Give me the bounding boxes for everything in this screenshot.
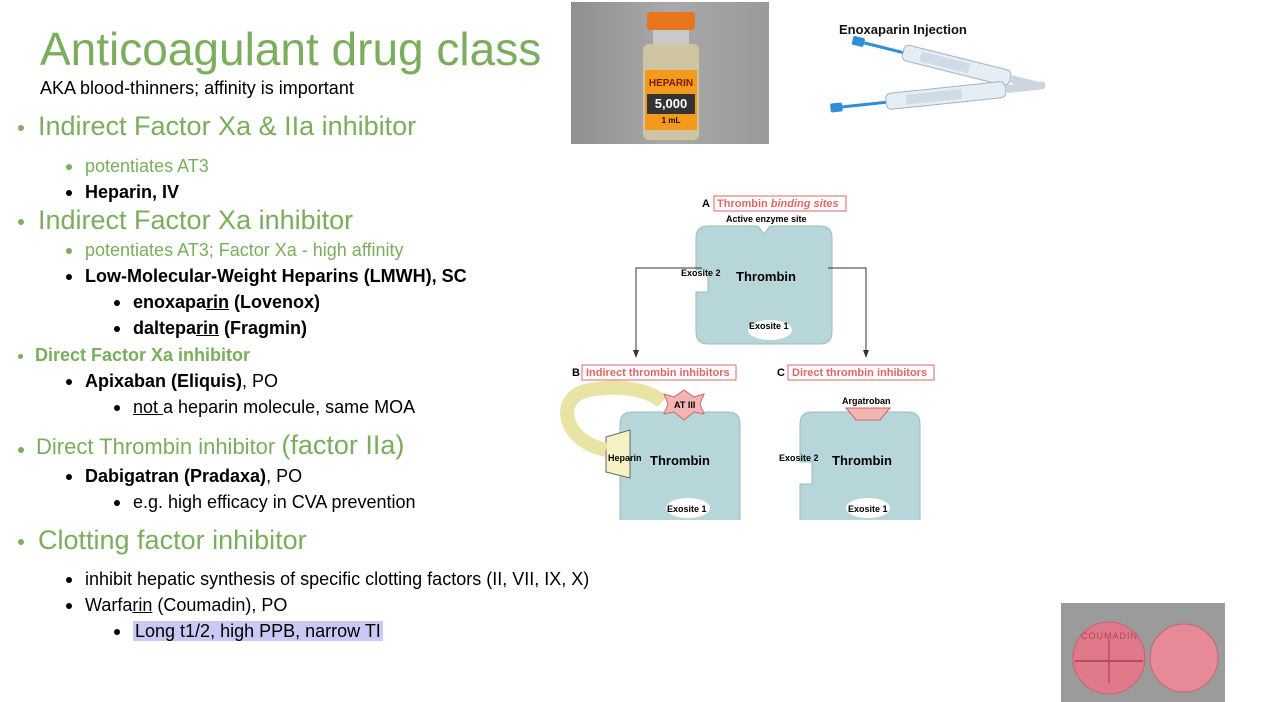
- argatroban-label: Argatroban: [842, 396, 891, 406]
- list-item: Clotting factor inhibitor: [18, 525, 307, 556]
- at3-label: AT III: [674, 400, 696, 410]
- bullet-icon: [66, 190, 72, 197]
- exosite1-b-label: Exosite 1: [667, 504, 707, 514]
- bullet-icon: [18, 446, 24, 453]
- list-item: Dabigatran (Pradaxa), PO: [66, 466, 302, 487]
- bullet-icon: [66, 274, 72, 281]
- coumadin-pill-image: COUMADIN: [1061, 603, 1225, 702]
- thrombin-b-label: Thrombin: [650, 453, 710, 468]
- bullet-icon: [114, 500, 120, 507]
- active-site-label: Active enzyme site: [726, 214, 807, 224]
- vial-icon: [643, 12, 699, 140]
- panel-b-letter: B: [572, 367, 580, 379]
- bullet-icon: [114, 629, 120, 636]
- thrombin-diagram: A Thrombin binding sites Active enzyme s…: [560, 190, 940, 520]
- syringe-icon: [830, 36, 1046, 113]
- panel-a-letter: A: [702, 198, 710, 210]
- diagram-shapes: [560, 195, 935, 520]
- list-item: Indirect Factor Xa inhibitor: [18, 205, 353, 236]
- bullet-icon: [114, 405, 120, 412]
- bullet-icon: [66, 474, 72, 481]
- list-item: potentiates AT3: [66, 156, 209, 177]
- pill-icon: [1072, 621, 1219, 695]
- list-item: Long t1/2, high PPB, narrow TI: [114, 621, 383, 642]
- bullet-icon: [66, 603, 72, 610]
- heparin-label: Heparin: [608, 453, 642, 463]
- exosite2-label: Exosite 2: [681, 268, 721, 278]
- syringe-image: Enoxaparin Injection: [826, 18, 1056, 124]
- exosite1-label: Exosite 1: [749, 321, 789, 331]
- bullet-icon: [18, 538, 24, 545]
- list-item: inhibit hepatic synthesis of specific cl…: [66, 569, 589, 590]
- list-item: dalteparin (Fragmin): [114, 318, 307, 339]
- exosite1-c-label: Exosite 1: [848, 504, 888, 514]
- list-item: e.g. high efficacy in CVA prevention: [114, 492, 416, 513]
- slide-subtitle: AKA blood-thinners; affinity is importan…: [40, 78, 354, 98]
- list-item: Direct Thrombin inhibitor (factor IIa): [18, 430, 404, 461]
- slide-title: Anticoagulant drug class: [40, 23, 542, 75]
- bullet-icon: [18, 124, 24, 131]
- panel-a-title: Thrombin binding sites: [717, 198, 839, 210]
- pill-imprint: COUMADIN: [1081, 631, 1138, 641]
- exosite2-c-label: Exosite 2: [779, 453, 819, 463]
- thrombin-label: Thrombin: [736, 269, 796, 284]
- bullet-icon: [18, 353, 23, 359]
- list-item: Warfarin (Coumadin), PO: [66, 595, 287, 616]
- list-item: Heparin, IV: [66, 182, 179, 203]
- bullet-icon: [114, 300, 120, 307]
- bullet-icon: [66, 577, 72, 584]
- bullet-icon: [66, 248, 72, 255]
- list-item: enoxaparin (Lovenox): [114, 292, 320, 313]
- syringe-caption: Enoxaparin Injection: [839, 22, 967, 37]
- panel-c-title: Direct thrombin inhibitors: [792, 367, 928, 379]
- list-item: Low-Molecular-Weight Heparins (LMWH), SC: [66, 266, 467, 287]
- heparin-vial-image: HEPARIN 5,000 1 mL: [571, 2, 769, 144]
- thrombin-c-label: Thrombin: [832, 453, 892, 468]
- panel-c-letter: C: [777, 367, 785, 379]
- bullet-icon: [18, 218, 24, 225]
- vial-label-number: 5,000: [654, 96, 688, 111]
- vial-label-unit: 1 mL: [661, 116, 681, 125]
- bullet-icon: [114, 326, 120, 333]
- list-item: Indirect Factor Xa & IIa inhibitor: [18, 111, 416, 142]
- list-item: potentiates AT3; Factor Xa - high affini…: [66, 240, 404, 261]
- vial-label-top: HEPARIN: [648, 78, 694, 89]
- list-item: not a heparin molecule, same MOA: [114, 397, 415, 418]
- list-item: Apixaban (Eliquis), PO: [66, 371, 278, 392]
- bullet-icon: [66, 164, 72, 171]
- list-item: Direct Factor Xa inhibitor: [18, 345, 250, 366]
- panel-b-title: Indirect thrombin inhibitors: [586, 367, 730, 379]
- bullet-icon: [66, 379, 72, 386]
